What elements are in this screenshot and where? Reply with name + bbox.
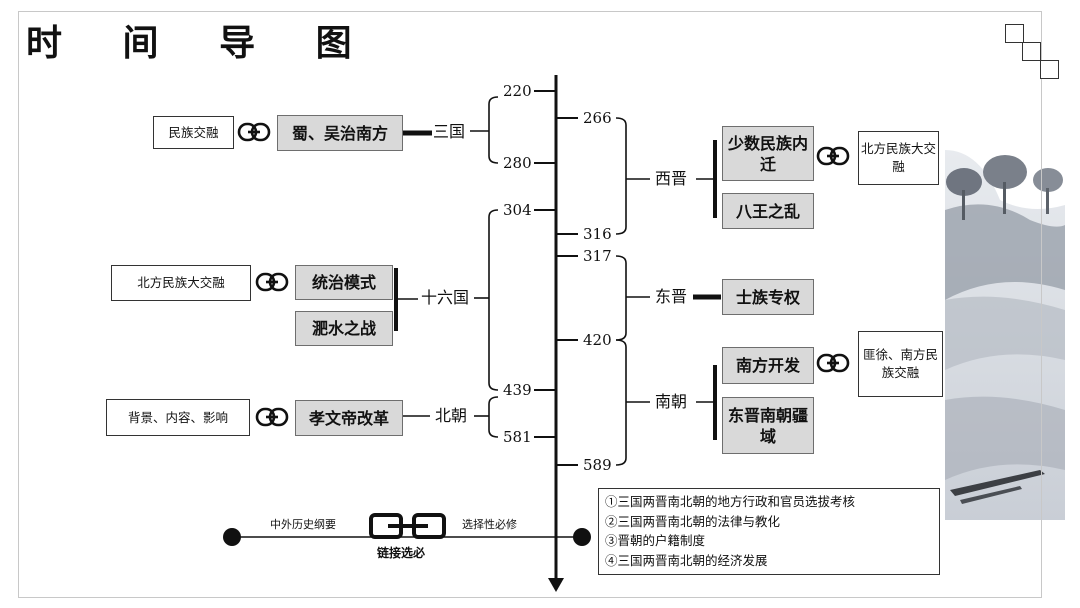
link-chain-icon — [816, 146, 850, 166]
year-label: 220 — [503, 82, 532, 100]
event-box-jiangyu: 东晋南朝疆域 — [722, 397, 814, 454]
topic-item: ②三国两晋南北朝的法律与教化 — [605, 513, 781, 529]
slide-frame — [18, 11, 1042, 598]
link-chain-icon — [369, 513, 446, 539]
corner-square-decoration — [1022, 42, 1041, 61]
dynasty-label-shiliuguo: 十六国 — [421, 288, 470, 307]
event-box-shu-wu: 蜀、吴治南方 — [277, 115, 403, 151]
year-label: 589 — [583, 456, 612, 474]
event-box-neiqian: 少数民族内迁 — [722, 126, 814, 181]
dynasty-label-beichao: 北朝 — [435, 406, 468, 425]
corner-square-decoration — [1040, 60, 1059, 79]
links-right-caption: 选择性必修 — [462, 518, 517, 531]
year-label: 316 — [583, 225, 612, 243]
year-label: 317 — [583, 247, 612, 265]
page-title: 时 间 导 图 — [26, 23, 376, 64]
note-box-beifang-right: 北方民族大交融 — [858, 131, 939, 185]
dynasty-label-sanguo: 三国 — [433, 122, 466, 141]
link-chain-icon — [237, 122, 271, 142]
event-box-xiaowendi: 孝文帝改革 — [295, 400, 403, 436]
year-label: 280 — [503, 154, 532, 172]
dynasty-label-dongjin: 东晋 — [655, 287, 688, 306]
topic-item: ③晋朝的户籍制度 — [605, 533, 706, 548]
topic-item: ①三国两晋南北朝的地方行政和官员选拔考核 — [605, 494, 856, 509]
arrow-down-icon — [548, 578, 564, 592]
note-box-minzu-jiaorong: 民族交融 — [153, 116, 234, 149]
note-box-beijing: 背景、内容、影响 — [106, 399, 250, 436]
topic-item: ④三国两晋南北朝的经济发展 — [605, 552, 768, 568]
dynasty-label-xijin: 西晋 — [655, 169, 688, 188]
links-label: 链接选必 — [377, 546, 426, 560]
year-label: 439 — [503, 381, 532, 399]
year-label: 420 — [583, 331, 612, 349]
link-chain-icon — [816, 353, 850, 373]
link-chain-icon — [255, 407, 289, 427]
link-chain-icon — [255, 272, 289, 292]
year-label: 266 — [583, 109, 612, 127]
event-box-shizu: 士族专权 — [722, 279, 814, 315]
corner-square-decoration — [1005, 24, 1024, 43]
year-label: 304 — [503, 201, 532, 219]
event-box-nanfang-kaifa: 南方开发 — [722, 347, 814, 384]
event-box-bawang: 八王之乱 — [722, 193, 814, 229]
timeline-dot-icon — [573, 528, 591, 546]
topics-list: ①三国两晋南北朝的地方行政和官员选拔考核 ②三国两晋南北朝的法律与教化 ③晋朝的… — [598, 488, 940, 575]
event-box-tongzhi-moshi: 统治模式 — [295, 265, 393, 300]
note-box-nanfang: 匪徐、南方民族交融 — [858, 331, 943, 397]
year-label: 581 — [503, 428, 532, 446]
timeline-dot-icon — [223, 528, 241, 546]
dynasty-label-nanchao: 南朝 — [655, 392, 688, 411]
links-left-caption: 中外历史纲要 — [270, 518, 336, 531]
note-box-beifang: 北方民族大交融 — [111, 265, 251, 301]
event-box-feishui: 淝水之战 — [295, 311, 393, 346]
